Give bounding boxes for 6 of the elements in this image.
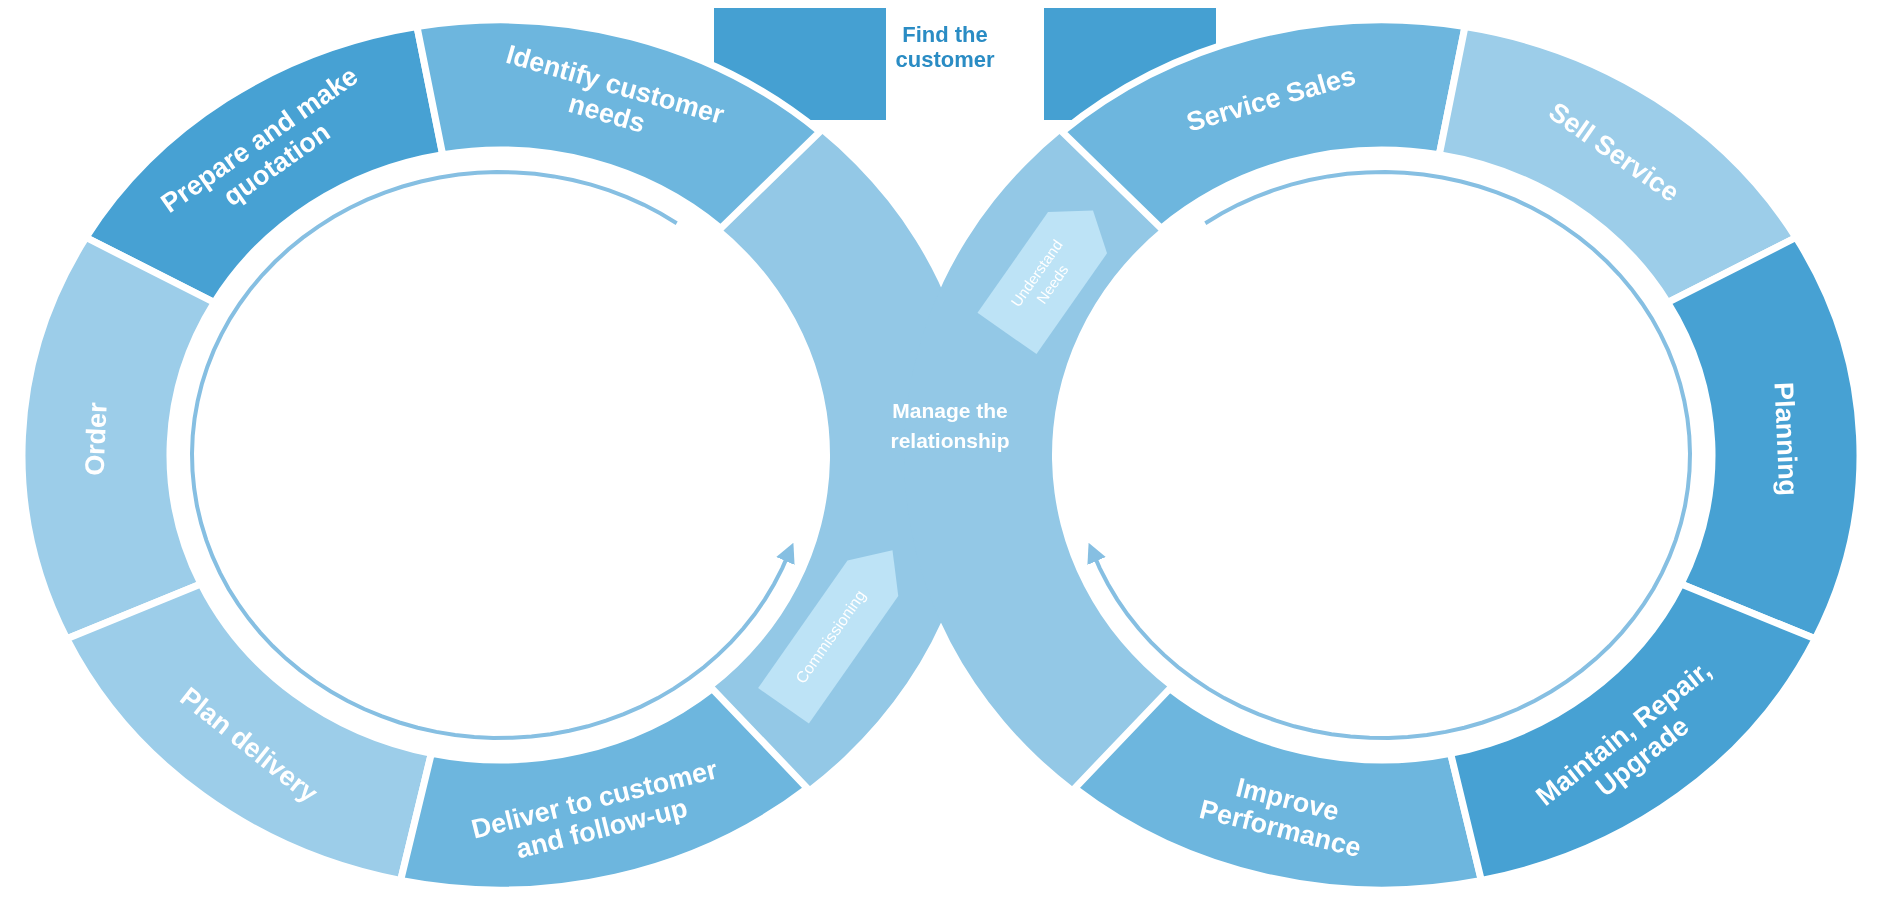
segment-label: Planning [1766,338,1805,540]
segment-label: Service Sales [1151,51,1391,147]
segment-label: Deliver to customer and follow-up [464,753,732,875]
step-title: Find the customer [894,22,996,72]
segment-label: Order [77,338,116,540]
center-title: Manage the relationship [889,398,1011,454]
